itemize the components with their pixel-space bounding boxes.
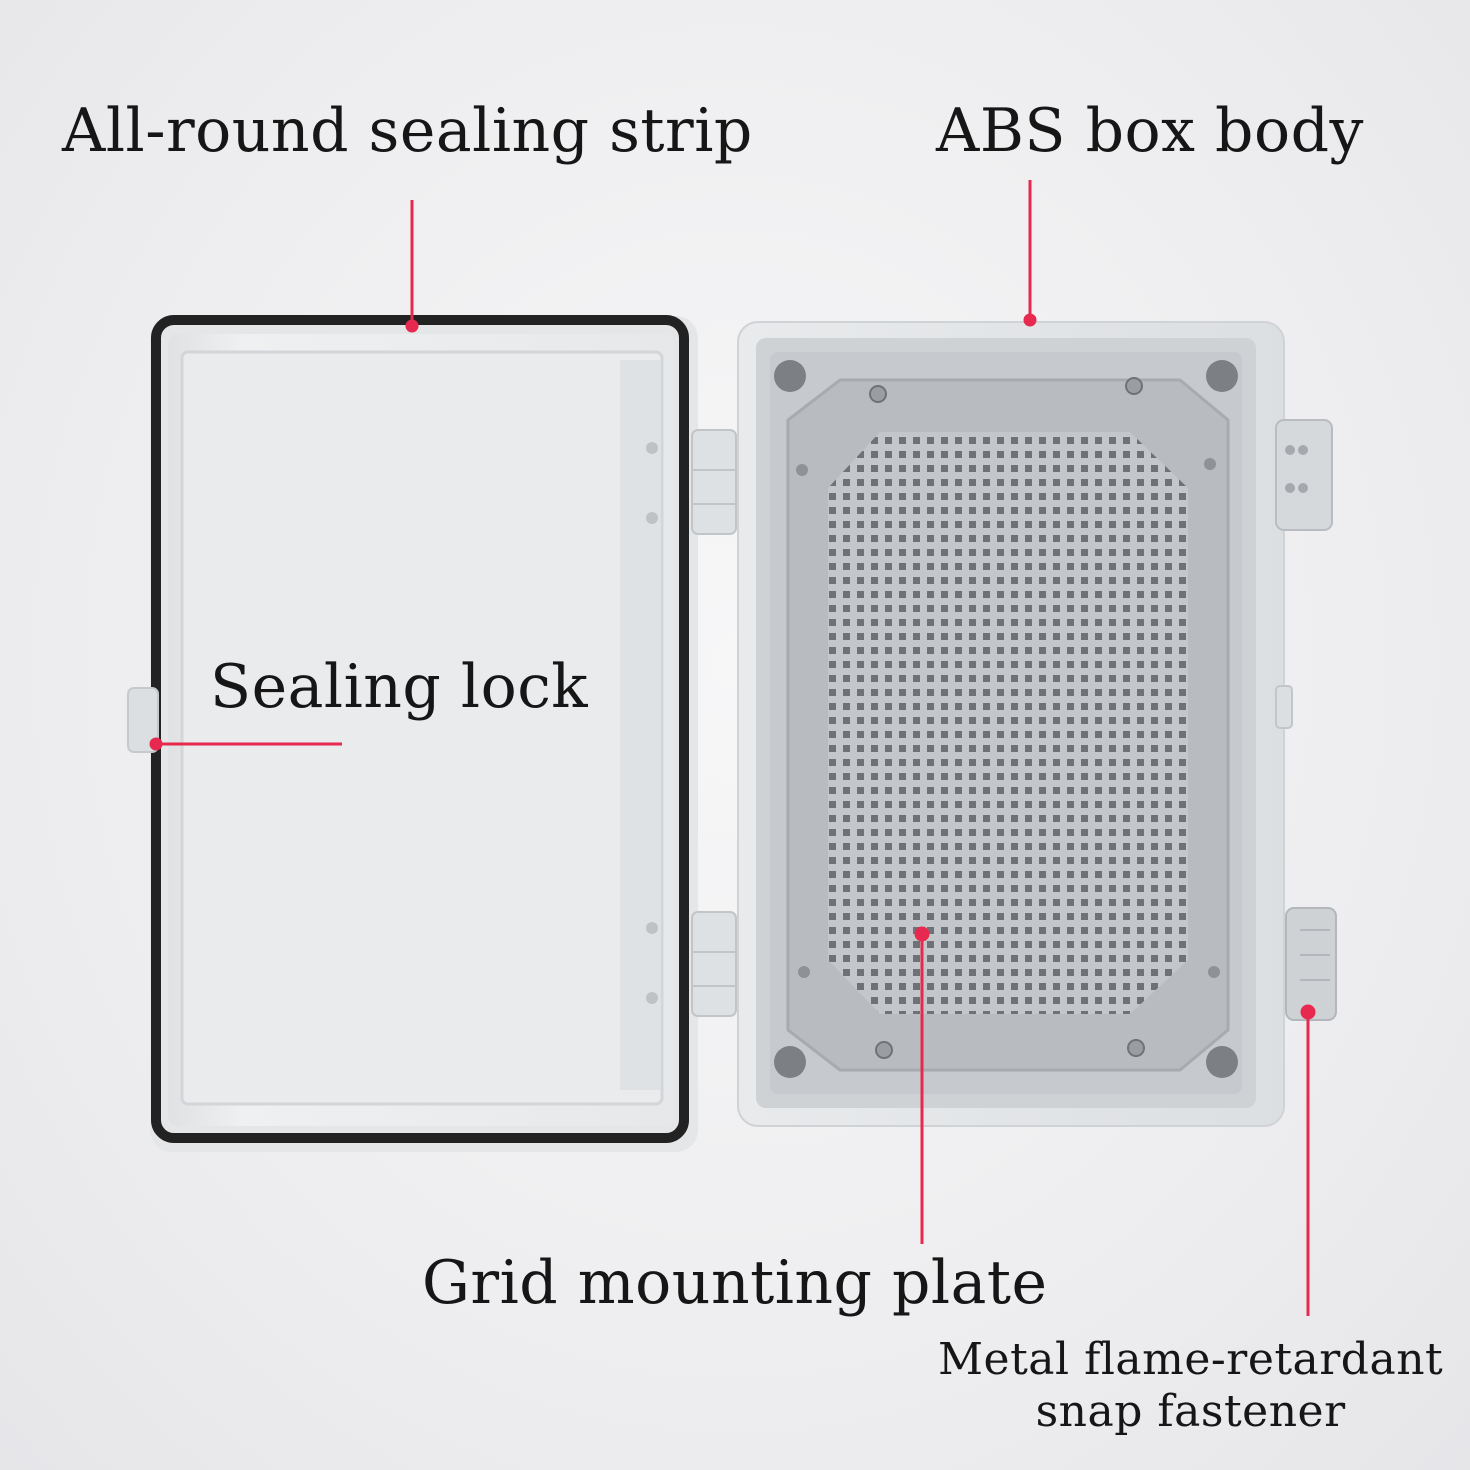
label-snap-fastener-line2: snap fastener [1035, 1386, 1346, 1437]
screw-icon [1125, 377, 1143, 395]
mounting-plate [786, 377, 1230, 1072]
label-snap-fastener: Metal flame-retardant snap fastener [938, 1334, 1443, 1438]
hinge-bottom [691, 911, 737, 1017]
snap-fastener-bottom [1285, 907, 1337, 1021]
hinge-top [691, 429, 737, 535]
screw-icon [1127, 1039, 1145, 1057]
snap-fastener-top [1275, 419, 1333, 531]
label-sealing-strip: All-round sealing strip [62, 96, 753, 166]
label-snap-fastener-line1: Metal flame-retardant [938, 1334, 1444, 1385]
grid-holes [828, 432, 1188, 1014]
label-sealing-lock: Sealing lock [210, 652, 589, 722]
label-mounting-plate: Grid mounting plate [422, 1248, 1048, 1318]
side-tab [1275, 685, 1293, 729]
lock-tab [127, 687, 159, 753]
label-box-body: ABS box body [936, 96, 1364, 166]
callout-lines [149, 180, 1316, 1316]
screw-icon [869, 385, 887, 403]
screw-icon [875, 1041, 893, 1059]
enclosure-lid [127, 315, 698, 1152]
